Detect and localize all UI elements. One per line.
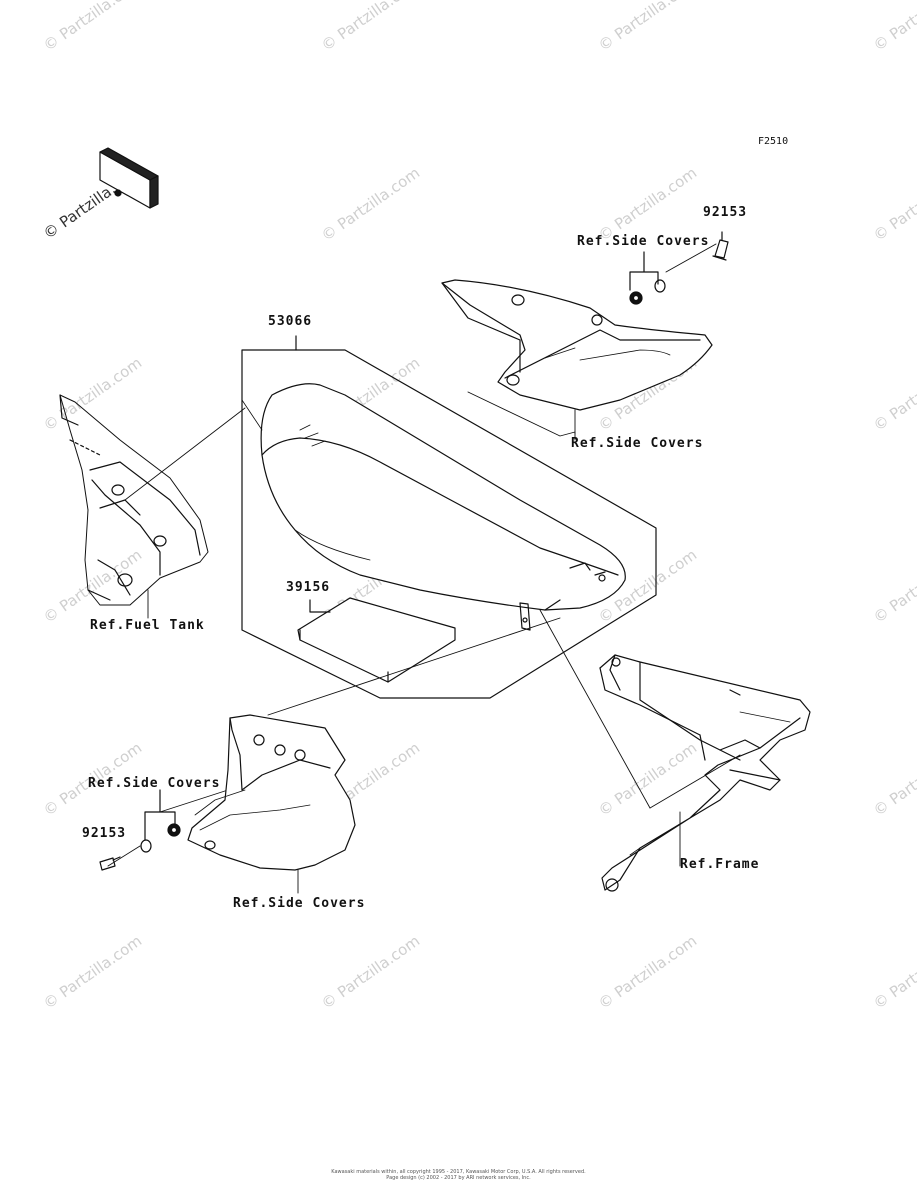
copyright-line-2: Page design (c) 2002 - 2017 by ARI netwo… bbox=[386, 1175, 531, 1181]
ref-frame-label[interactable]: Ref.Frame bbox=[680, 857, 760, 872]
seat-pad-drawing bbox=[298, 598, 455, 682]
part-number-92153-right[interactable]: 92153 bbox=[703, 205, 748, 220]
ref-side-covers-label-left-bottom[interactable]: Ref.Side Covers bbox=[233, 896, 366, 911]
frame-reference-drawing bbox=[600, 655, 810, 891]
ref-side-covers-label-left-top[interactable]: Ref.Side Covers bbox=[88, 776, 221, 791]
seat-drawing bbox=[261, 384, 625, 630]
ref-side-covers-label-top[interactable]: Ref.Side Covers bbox=[577, 234, 710, 249]
seat-callout-bracket bbox=[242, 336, 656, 698]
diagram-code-label: F2510 bbox=[758, 136, 789, 147]
left-fastener-drawing bbox=[100, 824, 180, 870]
part-number-92153-left[interactable]: 92153 bbox=[82, 826, 127, 841]
copyright-footer: Kawasaki materials within, all copyright… bbox=[300, 1169, 617, 1181]
part-number-39156-pad[interactable]: 39156 bbox=[286, 580, 331, 595]
ref-side-covers-label-right[interactable]: Ref.Side Covers bbox=[571, 436, 704, 451]
left-side-cover-drawing bbox=[188, 715, 355, 870]
fuel-tank-reference-drawing bbox=[60, 395, 208, 605]
ref-fuel-tank-label[interactable]: Ref.Fuel Tank bbox=[90, 618, 205, 633]
right-side-cover-drawing bbox=[442, 280, 712, 410]
front-direction-icon bbox=[100, 148, 158, 208]
part-number-53066-seat[interactable]: 53066 bbox=[268, 314, 313, 329]
right-fastener-drawing bbox=[630, 232, 728, 304]
copyright-line-1: Kawasaki materials within, all copyright… bbox=[331, 1169, 586, 1175]
leader-lines bbox=[108, 244, 740, 866]
